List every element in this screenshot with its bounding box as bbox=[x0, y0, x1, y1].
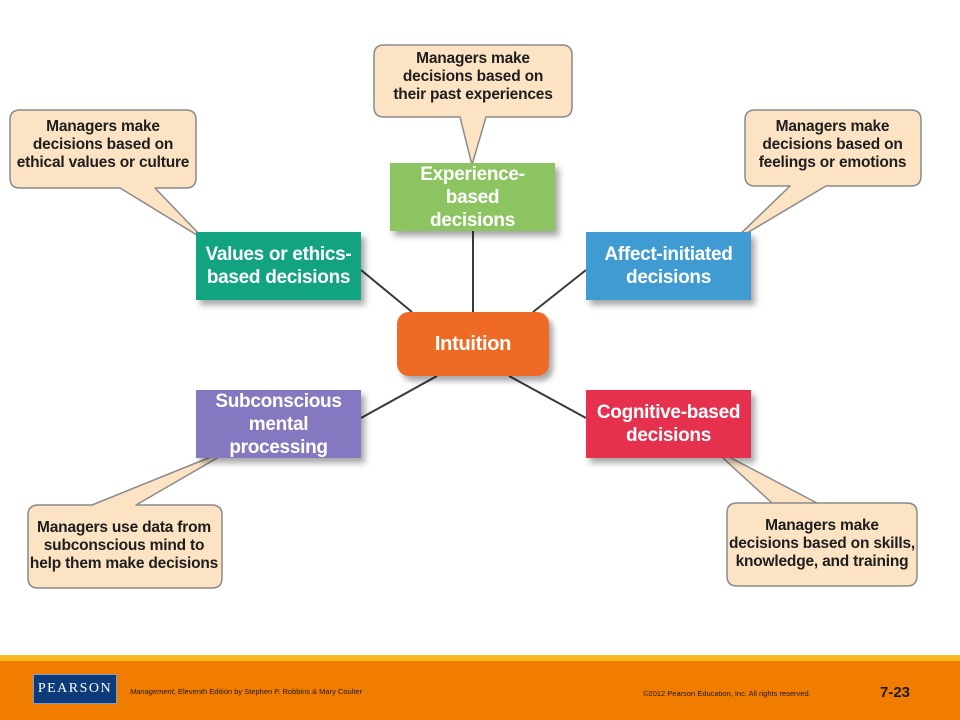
intuition-diagram bbox=[9, 44, 922, 589]
footer-bar bbox=[0, 661, 960, 720]
values-ethics-based-node: Values or ethics- based decisions bbox=[196, 232, 361, 300]
connector-bottom-right bbox=[508, 375, 587, 419]
values-ethics-based-label: Values or ethics- based decisions bbox=[205, 244, 352, 288]
callout-bubble-bottom-right bbox=[711, 447, 918, 587]
callout-bubble-left bbox=[9, 109, 206, 241]
callout-affect-text: Managers make decisions based on feeling… bbox=[758, 118, 907, 171]
callout-experience-text: Managers make decisions based on their p… bbox=[393, 50, 553, 103]
subconscious-processing-node: Subconscious mental processing bbox=[196, 390, 361, 458]
intuition-node: Intuition bbox=[397, 312, 549, 376]
connector-left bbox=[360, 269, 413, 313]
cognitive-based-label: Cognitive-based decisions bbox=[596, 402, 741, 446]
experience-based-node: Experience-based decisions bbox=[390, 163, 555, 231]
book-credit: Management, Eleventh Edition by Stephen … bbox=[130, 687, 362, 696]
intuition-label: Intuition bbox=[434, 332, 512, 355]
callout-shapes bbox=[9, 44, 922, 589]
callout-subconscious-text: Managers use data from subconscious mind… bbox=[29, 519, 219, 572]
callout-bubble-right bbox=[731, 109, 922, 243]
connector-right bbox=[532, 269, 587, 313]
cognitive-based-node: Cognitive-based decisions bbox=[586, 390, 751, 458]
subconscious-processing-label: Subconscious mental processing bbox=[215, 390, 342, 458]
pearson-logo: PEARSON bbox=[33, 674, 117, 704]
connector-lines bbox=[360, 231, 587, 419]
book-authors: Eleventh Edition by Stephen P. Robbins &… bbox=[175, 687, 363, 696]
connector-bottom-left bbox=[360, 375, 438, 419]
callout-values-text: Managers make decisions based on ethical… bbox=[16, 118, 190, 171]
callout-bubble-bottom-left bbox=[27, 445, 239, 589]
copyright-notice: ©2012 Pearson Education, Inc. All rights… bbox=[643, 689, 811, 698]
callout-bubble-top bbox=[373, 44, 573, 166]
footer-stripe bbox=[0, 655, 960, 661]
affect-initiated-label: Affect-initiated decisions bbox=[604, 244, 733, 288]
slide-number: 7-23 bbox=[880, 684, 911, 701]
experience-based-label: Experience-based decisions bbox=[420, 163, 525, 231]
book-title: Management, bbox=[130, 687, 176, 696]
affect-initiated-node: Affect-initiated decisions bbox=[586, 232, 751, 300]
callout-cognitive-text: Managers make decisions based on skills,… bbox=[728, 517, 916, 570]
